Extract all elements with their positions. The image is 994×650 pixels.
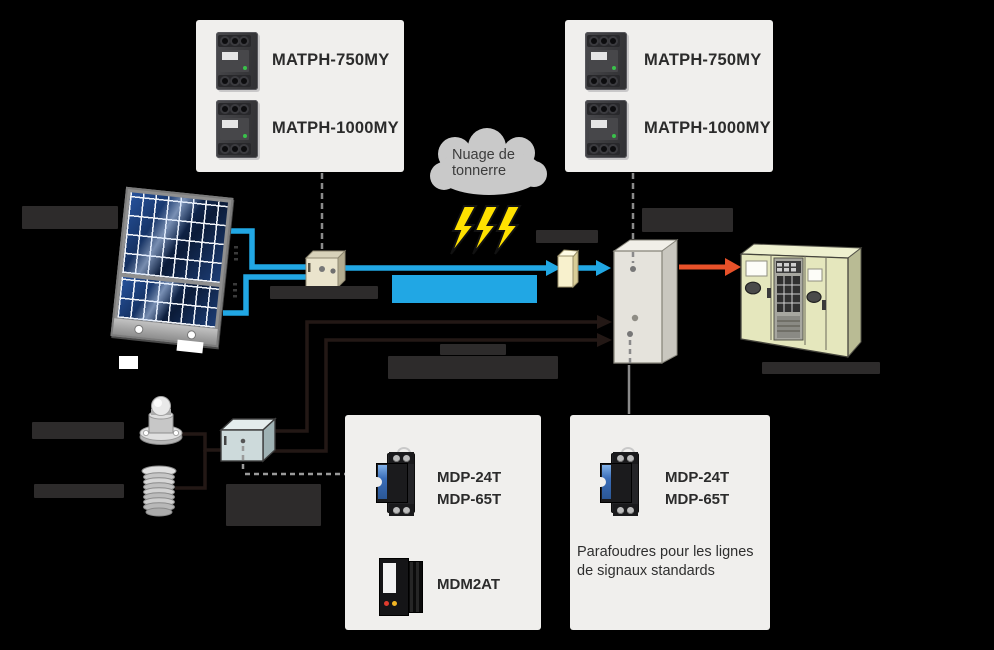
breaker-terminals	[218, 143, 251, 155]
matph-breaker-device	[216, 32, 258, 90]
matph-breaker-device	[585, 32, 627, 90]
model-label-matph1000-right: MATPH-1000MY	[644, 119, 771, 137]
signal-protector-panel-right	[570, 415, 770, 630]
solar-panel-foot	[119, 356, 138, 369]
model-label-mdp24t-middle: MDP-24T	[437, 469, 502, 486]
dark-arrowhead	[597, 333, 612, 347]
pyranometer-icon	[139, 396, 183, 445]
junction-box	[304, 249, 347, 289]
label-bar-power-conditioner	[642, 208, 733, 232]
mdm2at-device	[379, 558, 423, 616]
logger-dashed-link	[241, 446, 345, 476]
model-label-mdm2at: MDM2AT	[437, 576, 501, 593]
connector-marks	[233, 246, 238, 298]
label-bar-thermometer	[34, 484, 124, 498]
label-bar-signal-lines	[388, 356, 558, 379]
solar-panel-foot	[176, 339, 204, 354]
label-bar-junction-box	[270, 286, 378, 299]
solar-cells	[122, 192, 229, 284]
red-arrowhead	[725, 258, 741, 276]
model-label-matph750-left: MATPH-750MY	[272, 51, 390, 69]
label-bar-switchgear	[762, 362, 880, 374]
lightning-icon	[450, 205, 522, 255]
dashed-link-dot	[627, 331, 633, 337]
dashed-links	[320, 173, 635, 261]
breaker-face	[589, 118, 618, 140]
label-bar-pyranometer	[32, 422, 124, 439]
label-bar-solar-array	[22, 206, 118, 229]
matph-breaker-device	[216, 100, 258, 158]
breaker-terminals	[218, 75, 251, 87]
breaker-face	[220, 50, 249, 72]
label-bar-inline-device	[536, 230, 598, 243]
dashed-link-dot	[319, 266, 325, 272]
blue-arrowhead	[596, 260, 611, 276]
breaker-terminals	[587, 35, 620, 47]
model-label-matph1000-left: MATPH-1000MY	[272, 119, 399, 137]
thermometer-shield-icon	[141, 465, 177, 517]
thundercloud-label: Nuage de tonnerre	[452, 147, 515, 179]
mdp-surge-protector-device	[372, 447, 418, 517]
breaker-terminals	[587, 75, 620, 87]
dark-arrowhead	[597, 315, 612, 329]
dc-line-highlight-bar	[392, 275, 537, 303]
dashed-link-dot	[630, 266, 636, 272]
cabinet-dashed-links	[628, 252, 635, 363]
inline-surge-box	[556, 249, 580, 289]
breaker-terminals	[587, 103, 620, 115]
signal-protector-caption: Parafoudres pour les lignes de signaux s…	[577, 544, 754, 579]
label-bar-signal-line	[440, 344, 506, 355]
model-label-matph750-right: MATPH-750MY	[644, 51, 762, 69]
breaker-terminals	[218, 103, 251, 115]
switchgear-cabinet	[739, 243, 863, 359]
breaker-terminals	[587, 143, 620, 155]
breaker-terminals	[218, 35, 251, 47]
blue-arrowhead	[546, 260, 561, 276]
model-label-mdp24t-right: MDP-24T	[665, 469, 730, 486]
breaker-face	[220, 118, 249, 140]
data-logger-box	[219, 417, 277, 463]
solar-panel	[110, 186, 234, 348]
model-label-mdp65t-middle: MDP-65T	[437, 491, 502, 508]
label-bar-data-logger	[226, 484, 321, 526]
matph-breaker-device	[585, 100, 627, 158]
power-conditioner-cabinet	[612, 239, 679, 364]
model-label-mdp65t-right: MDP-65T	[665, 491, 730, 508]
mdp-surge-protector-device	[596, 447, 642, 517]
breaker-face	[589, 50, 618, 72]
